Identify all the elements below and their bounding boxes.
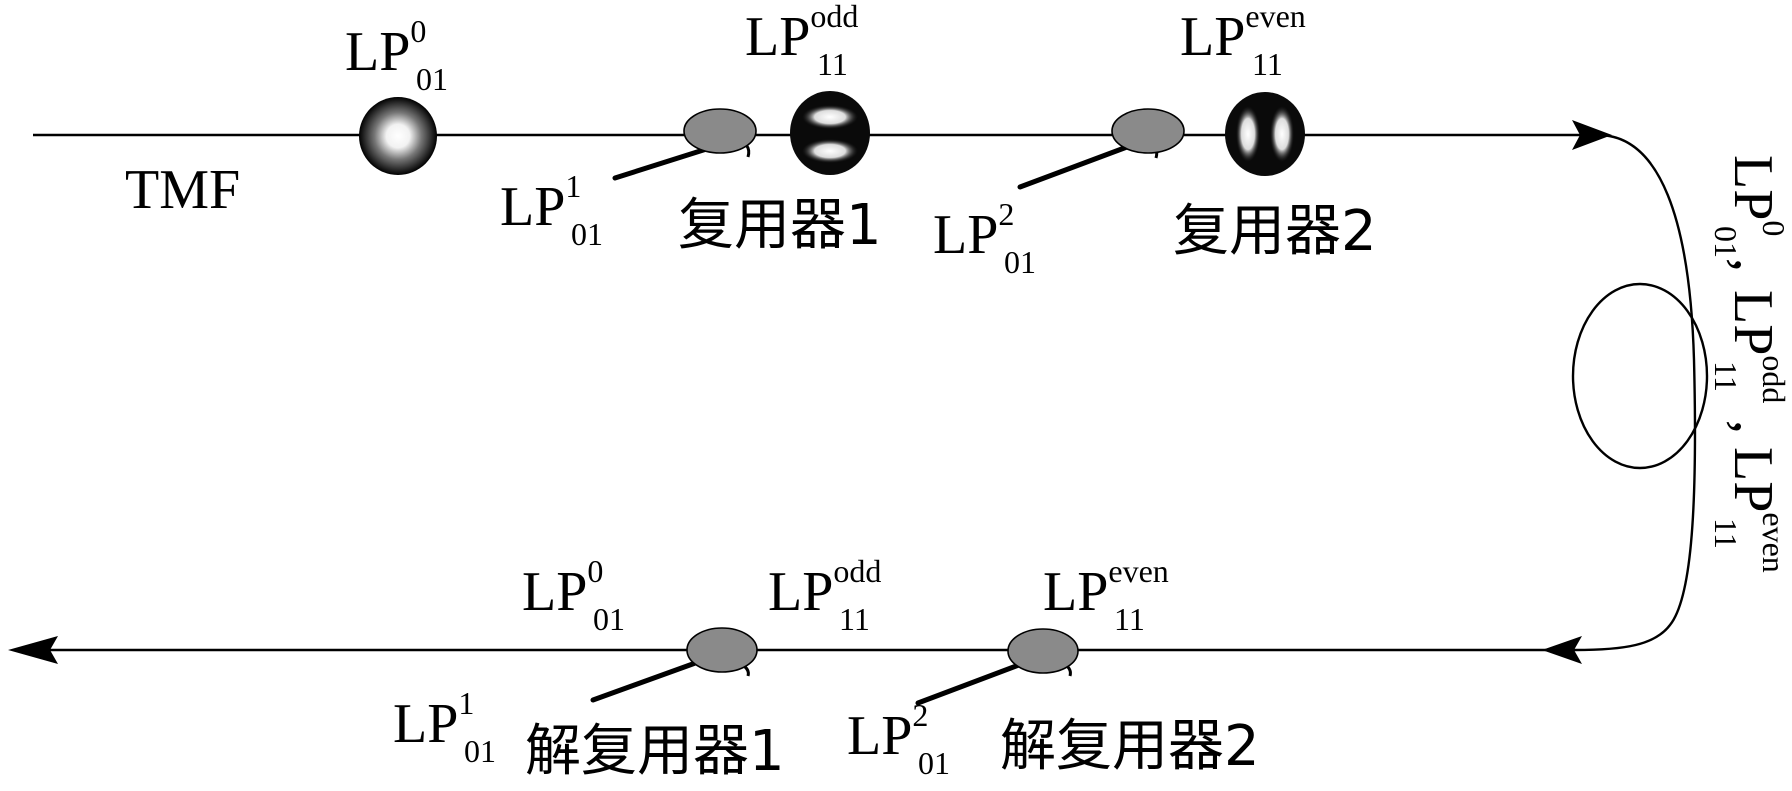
mux2-coupler [1017, 108, 1185, 190]
lp01-mode-pattern [359, 97, 437, 175]
bottom-arrow-head-left [8, 636, 58, 664]
fiber-bend [1574, 133, 1697, 652]
demux2-label: 解复用器2 [1000, 714, 1260, 779]
mux1-label: 复用器1 [678, 193, 882, 258]
lp11-odd-mode-pattern [790, 91, 870, 175]
lp11-even-mode-pattern [1225, 92, 1305, 176]
svg-text:LP001,LPodd11,LPeven11: LP001,LPodd11,LPeven11 [1708, 155, 1792, 573]
mux2-label: 复用器2 [1173, 199, 1377, 264]
demux1-label: 解复用器1 [525, 719, 785, 784]
label-right-vertical: LP001,LPodd11,LPeven11 [1708, 155, 1792, 573]
top-arrow-head [1572, 120, 1612, 150]
mux1-coupler [612, 108, 757, 181]
demux2-coupler [915, 628, 1079, 706]
fiber-label: TMF [125, 159, 240, 221]
bottom-arrow-head-right [1542, 636, 1582, 664]
fiber-coil [1571, 282, 1709, 470]
demux1-coupler [590, 627, 758, 703]
